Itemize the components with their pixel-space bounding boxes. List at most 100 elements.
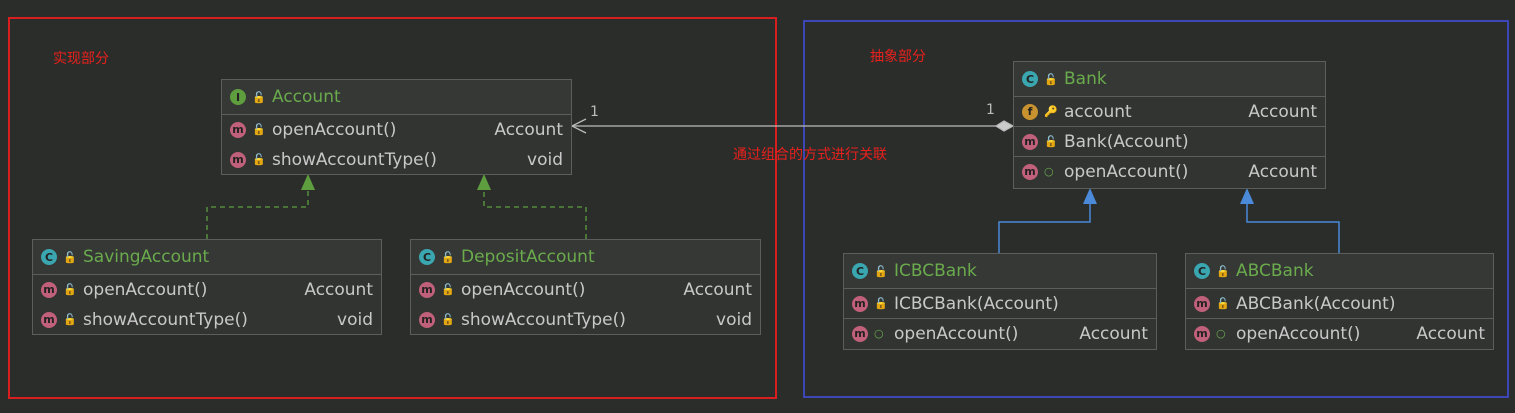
method-icon: m: [230, 151, 246, 168]
member-name: openAccount(): [461, 279, 586, 300]
class-name: SavingAccount: [83, 247, 210, 267]
class-header: I🔓Account: [222, 80, 571, 115]
class-header: C 🔓 DepositAccount: [411, 240, 760, 275]
member-row[interactable]: m 🔓 ICBCBank(Account): [844, 289, 1156, 319]
member-type: Account: [1416, 323, 1485, 344]
visibility-icon: 🔓: [441, 283, 455, 296]
class-name: ABCBank: [1236, 261, 1314, 281]
visibility-icon: 🔓: [1216, 297, 1230, 310]
member-row[interactable]: m ○ openAccount() Account: [844, 319, 1156, 349]
public-icon: 🔓: [874, 264, 888, 278]
inheritance-lines: [998, 204, 1340, 253]
visibility-icon: 🔓: [874, 297, 888, 310]
member-row[interactable]: m🔓showAccountType()void: [33, 305, 381, 335]
visibility-icon: ○: [1216, 327, 1226, 340]
member-type: Account: [304, 279, 373, 300]
method-icon: m: [852, 295, 868, 312]
class-icon: C: [1194, 263, 1210, 279]
member-row[interactable]: m○openAccount()Account: [1014, 157, 1325, 187]
member-row[interactable]: m 🔓 showAccountType() void: [411, 305, 760, 335]
method-icon: m: [41, 311, 57, 328]
member-name: openAccount(): [83, 279, 208, 300]
class-icon: C: [419, 249, 435, 265]
multiplicity-right: 1: [986, 102, 995, 118]
impl-label: 实现部分: [53, 51, 109, 67]
member-type: Account: [494, 119, 563, 140]
class-header: C🔓SavingAccount: [33, 240, 381, 275]
visibility-icon: 🔓: [1044, 135, 1058, 148]
multiplicity-left: 1: [590, 104, 599, 120]
class-header: C 🔓 Bank: [1014, 62, 1325, 97]
member-type: void: [527, 149, 563, 170]
member-row[interactable]: m🔓openAccount()Account: [33, 275, 381, 305]
member-row[interactable]: m 🔓 showAccountType() void: [222, 145, 571, 175]
class-header: C 🔓 ABCBank: [1186, 254, 1493, 289]
member-name: openAccount(): [1064, 161, 1189, 182]
visibility-icon: 🔓: [252, 123, 266, 136]
member-name: Bank(Account): [1064, 131, 1189, 152]
class-icon: C: [1022, 71, 1038, 87]
implementation-frame: [8, 17, 777, 399]
public-icon: 🔓: [1044, 72, 1058, 86]
member-name: ABCBank(Account): [1236, 293, 1396, 314]
class-deposit-account[interactable]: C 🔓 DepositAccount m 🔓 openAccount() Account m 🔓…: [410, 239, 761, 335]
visibility-icon: 🔑: [1044, 105, 1058, 118]
member-name: showAccountType(): [461, 309, 626, 330]
inheritance-arrow: [1083, 188, 1097, 204]
method-icon: m: [419, 281, 435, 298]
method-icon: m: [419, 311, 435, 328]
member-type: void: [716, 309, 752, 330]
member-name: showAccountType(): [272, 149, 437, 170]
class-name: ICBCBank: [894, 261, 977, 281]
method-icon: m: [1194, 295, 1210, 312]
abstract-label: 抽象部分: [870, 49, 926, 65]
member-type: Account: [1079, 323, 1148, 344]
realization-arrow: [477, 174, 491, 190]
association-line: [570, 118, 1015, 134]
member-name: openAccount(): [1236, 323, 1361, 344]
public-icon: 🔓: [441, 250, 455, 264]
visibility-icon: 🔓: [63, 283, 77, 296]
class-icbc-bank[interactable]: C 🔓 ICBCBank m 🔓 ICBCBank(Account) m ○ openAccou…: [843, 253, 1157, 350]
visibility-icon: 🔓: [441, 313, 455, 326]
member-name: openAccount(): [894, 323, 1019, 344]
member-row[interactable]: m○openAccount()Account: [1186, 319, 1493, 349]
method-icon: m: [1022, 133, 1038, 150]
public-icon: 🔓: [252, 90, 266, 104]
visibility-icon: ○: [1044, 165, 1054, 178]
class-name: Bank: [1064, 69, 1107, 89]
member-type: Account: [683, 279, 752, 300]
interface-icon: I: [230, 89, 246, 105]
visibility-icon: 🔓: [252, 153, 266, 166]
visibility-icon: ○: [874, 327, 884, 340]
class-header: C 🔓 ICBCBank: [844, 254, 1156, 289]
association-label: 通过组合的方式进行关联: [733, 147, 887, 163]
class-icon: C: [852, 263, 868, 279]
class-icon: C: [41, 249, 57, 265]
member-name: account: [1064, 101, 1132, 122]
public-icon: 🔓: [1216, 264, 1230, 278]
abstraction-frame: [803, 20, 1509, 398]
member-row[interactable]: m 🔓 ABCBank(Account): [1186, 289, 1493, 319]
visibility-icon: 🔓: [63, 313, 77, 326]
method-icon: m: [230, 121, 246, 138]
member-row[interactable]: m 🔓 openAccount() Account: [411, 275, 760, 305]
realization-lines: [206, 190, 587, 239]
class-name: DepositAccount: [461, 247, 595, 267]
inheritance-arrow: [1240, 188, 1254, 204]
member-type: Account: [1248, 101, 1317, 122]
member-name: showAccountType(): [83, 309, 248, 330]
method-icon: m: [852, 325, 868, 342]
member-row[interactable]: m 🔓 Bank(Account): [1014, 127, 1325, 157]
method-icon: m: [1022, 163, 1038, 180]
member-row[interactable]: m 🔓 openAccount() Account: [222, 115, 571, 145]
member-name: openAccount(): [272, 119, 397, 140]
member-name: ICBCBank(Account): [894, 293, 1059, 314]
realization-arrow: [301, 174, 315, 190]
